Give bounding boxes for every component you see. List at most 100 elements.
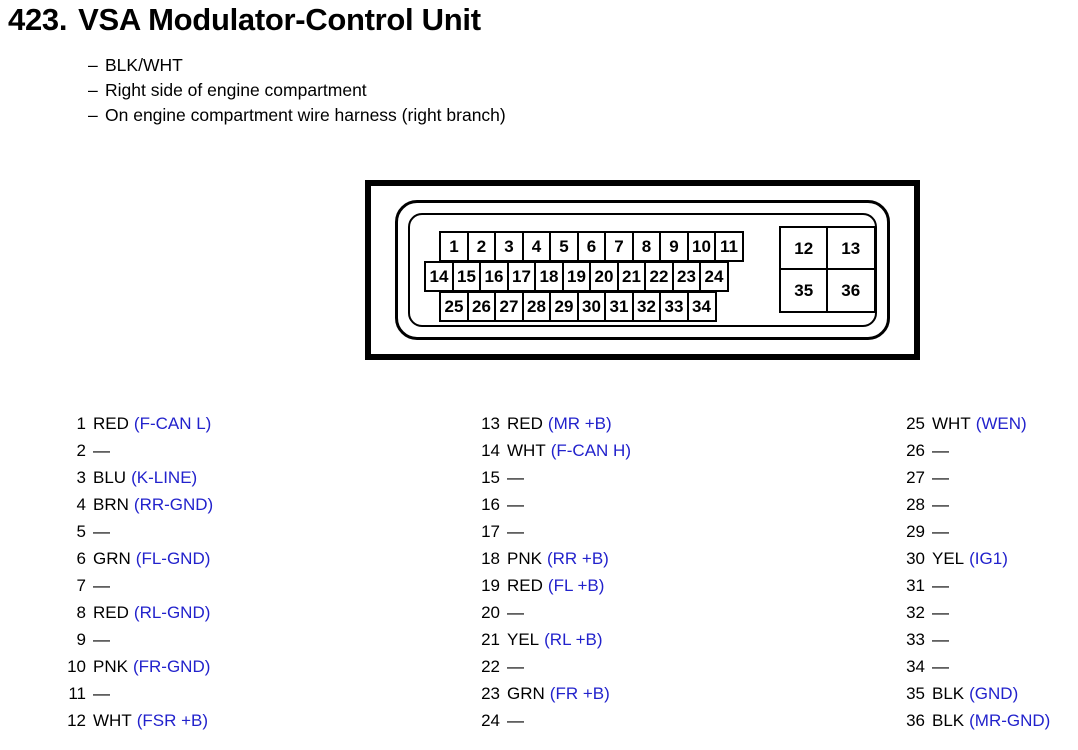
- pin-cell: 26: [466, 291, 497, 322]
- pin-legend-row: 28 —: [839, 491, 1078, 518]
- pin-cell: 19: [561, 261, 592, 292]
- pin-number: 17: [481, 522, 500, 541]
- pin-cell: 5: [549, 231, 579, 262]
- pin-cell: 36: [826, 268, 876, 313]
- pin-number: 23: [481, 684, 500, 703]
- signal-name: (FR-GND): [132, 657, 211, 676]
- pin-cell: 17: [506, 261, 537, 292]
- pin-cell: 35: [779, 268, 829, 313]
- pin-legend-row: 2—: [0, 437, 330, 464]
- wire-color-code: RED: [93, 603, 129, 622]
- pin-description: WHT(FSR +B): [93, 707, 208, 734]
- pin-description: —: [93, 572, 110, 599]
- pin-cell: 11: [714, 231, 744, 262]
- pin-description: —: [93, 626, 110, 653]
- pin-cell: 25: [439, 291, 469, 322]
- pin-description: —: [507, 653, 524, 680]
- signal-name: (FL-GND): [135, 549, 211, 568]
- pin-description: GRN(FR +B): [507, 680, 610, 707]
- pin-description: —: [507, 464, 524, 491]
- pin-legend-row: 9—: [0, 626, 330, 653]
- empty-pin-marker: —: [507, 468, 524, 487]
- pin-description: —: [93, 518, 110, 545]
- dash-icon: –: [88, 80, 98, 100]
- pin-legend-row: 16 —: [414, 491, 744, 518]
- note-text: Right side of engine compartment: [105, 80, 367, 100]
- signal-name: (FL +B): [547, 576, 605, 595]
- pin-number: 6: [76, 549, 86, 568]
- pin-number: 28: [906, 495, 925, 514]
- empty-pin-marker: —: [93, 630, 110, 649]
- pin-number: 29: [906, 522, 925, 541]
- pin-legend-row: 22—: [414, 653, 744, 680]
- pin-description: —: [507, 491, 524, 518]
- pin-description: —: [507, 518, 524, 545]
- connector-outer-shell: [395, 200, 890, 340]
- pin-legend-row: 24 —: [414, 707, 744, 734]
- wire-color-code: YEL: [932, 549, 965, 568]
- empty-pin-marker: —: [507, 495, 524, 514]
- pin-description: BLU(K-LINE): [93, 464, 197, 491]
- signal-name: (FR +B): [549, 684, 610, 703]
- pin-description: —: [932, 464, 949, 491]
- pin-number: 2: [76, 441, 86, 460]
- pin-legend-row: 11—: [0, 680, 330, 707]
- pin-description: —: [932, 437, 949, 464]
- signal-name: (RL-GND): [133, 603, 211, 622]
- pin-legend-row: 23 GRN(FR +B): [414, 680, 744, 707]
- pin-cell: 18: [534, 261, 564, 292]
- pin-legend-row: 32—: [839, 599, 1078, 626]
- wire-color-code: RED: [93, 414, 129, 433]
- pin-number: 4: [76, 495, 86, 514]
- pin-cell: 27: [494, 291, 524, 322]
- pin-number: 35: [906, 684, 925, 703]
- pin-number: 18: [481, 549, 500, 568]
- pin-number: 16: [481, 495, 500, 514]
- pin-legend-row: 21 YEL(RL +B): [414, 626, 744, 653]
- pin-legend-row: 4 BRN(RR-GND): [0, 491, 330, 518]
- empty-pin-marker: —: [507, 711, 524, 730]
- wire-color-code: RED: [507, 414, 543, 433]
- pin-legend-row: 5—: [0, 518, 330, 545]
- pin-description: —: [932, 491, 949, 518]
- empty-pin-marker: —: [93, 576, 110, 595]
- pin-description: —: [93, 437, 110, 464]
- pin-cell: 14: [424, 261, 454, 292]
- pin-cell: 29: [549, 291, 579, 322]
- pin-description: BLK(GND): [932, 680, 1018, 707]
- page-title-number: 423.: [8, 2, 68, 37]
- pin-description: —: [507, 599, 524, 626]
- pin-description: BRN(RR-GND): [93, 491, 213, 518]
- wire-color-code: GRN: [93, 549, 131, 568]
- pin-cell: 16: [479, 261, 509, 292]
- note-item: –BLK/WHT: [88, 53, 506, 78]
- pin-number: 24: [481, 711, 500, 730]
- signal-name: (MR +B): [547, 414, 612, 433]
- wire-color-code: BLK: [932, 711, 965, 730]
- wire-color-code: WHT: [93, 711, 132, 730]
- pin-cell: 32: [631, 291, 662, 322]
- empty-pin-marker: —: [932, 495, 949, 514]
- pin-legend-row: 7—: [0, 572, 330, 599]
- pin-description: RED(FL +B): [507, 572, 604, 599]
- empty-pin-marker: —: [507, 657, 524, 676]
- pin-legend-row: 20—: [414, 599, 744, 626]
- pin-number: 5: [76, 522, 86, 541]
- pin-number: 21: [481, 630, 500, 649]
- pin-number: 9: [76, 630, 86, 649]
- signal-name: (FSR +B): [136, 711, 209, 730]
- pin-number: 32: [906, 603, 925, 622]
- signal-name: (K-LINE): [131, 468, 198, 487]
- pin-description: YEL(RL +B): [507, 626, 603, 653]
- pin-cell: 22: [644, 261, 674, 292]
